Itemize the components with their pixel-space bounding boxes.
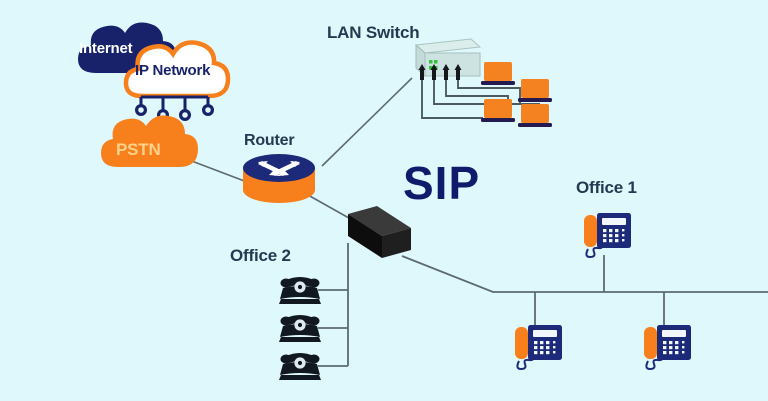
office2-phone-group (279, 277, 321, 380)
link-layer (167, 77, 768, 367)
phone-cord (645, 354, 664, 371)
voip-phone-icon[interactable] (644, 325, 691, 371)
office1-label: Office 1 (576, 178, 637, 197)
office2-label: Office 2 (230, 246, 291, 265)
pbx-box-side (382, 228, 411, 258)
cloud-icon (101, 115, 198, 167)
laptop-icon[interactable] (481, 99, 515, 122)
cable-port-1 (421, 80, 483, 119)
switch-body-face (424, 52, 481, 77)
link-pbx-office1-bus (401, 255, 768, 293)
router-label: Router (244, 132, 295, 149)
analog-phone-icon[interactable] (279, 353, 321, 380)
phone-cord (516, 354, 535, 371)
pbx-box-front (348, 214, 382, 258)
laptop-icon[interactable] (518, 104, 552, 127)
switch-port (418, 64, 426, 80)
ip-network-cloud-node[interactable] (123, 40, 231, 121)
ip-network-cloud-label: IP Network (135, 62, 211, 79)
endpoint-dot (179, 108, 192, 121)
switch-top-face (414, 38, 482, 54)
endpoint-dot (202, 103, 215, 116)
phone-cord (585, 242, 604, 259)
analog-phone-icon[interactable] (279, 315, 321, 342)
router-top (243, 154, 315, 182)
ip-network-connector-group (139, 95, 210, 111)
lan-switch-node[interactable] (414, 38, 482, 80)
ip-network-endpoint-dots (135, 103, 215, 121)
link-router-lanswitch (321, 77, 413, 167)
led-indicator (429, 66, 433, 70)
pstn-cloud-node[interactable] (101, 115, 198, 167)
cloud-icon (123, 40, 231, 99)
pstn-cloud-label: PSTN (116, 140, 161, 159)
led-indicator (434, 60, 438, 64)
endpoint-dot (135, 103, 148, 116)
led-indicator (429, 60, 433, 64)
switch-port (442, 64, 450, 80)
sip-title: SIP (403, 157, 481, 209)
router-node[interactable] (243, 154, 315, 203)
internet-cloud-label: Internet (79, 40, 133, 57)
laptop-icon[interactable] (481, 62, 515, 85)
switch-port-group (418, 64, 462, 80)
router-arrow-glyphs (258, 161, 300, 176)
voip-phone-icon[interactable] (515, 325, 562, 371)
cable-port-4 (457, 80, 521, 104)
laptop-group (481, 62, 552, 127)
pbx-box-top (348, 206, 411, 236)
switch-port (430, 64, 438, 80)
voip-phone-icon[interactable] (584, 213, 631, 259)
analog-phone-icon[interactable] (279, 277, 321, 304)
pbx-box-node[interactable] (348, 206, 411, 258)
lan-switch-label: LAN Switch (327, 23, 420, 42)
switch-port (454, 64, 462, 80)
laptop-icon[interactable] (518, 79, 552, 102)
office1-phone-group (515, 213, 691, 371)
